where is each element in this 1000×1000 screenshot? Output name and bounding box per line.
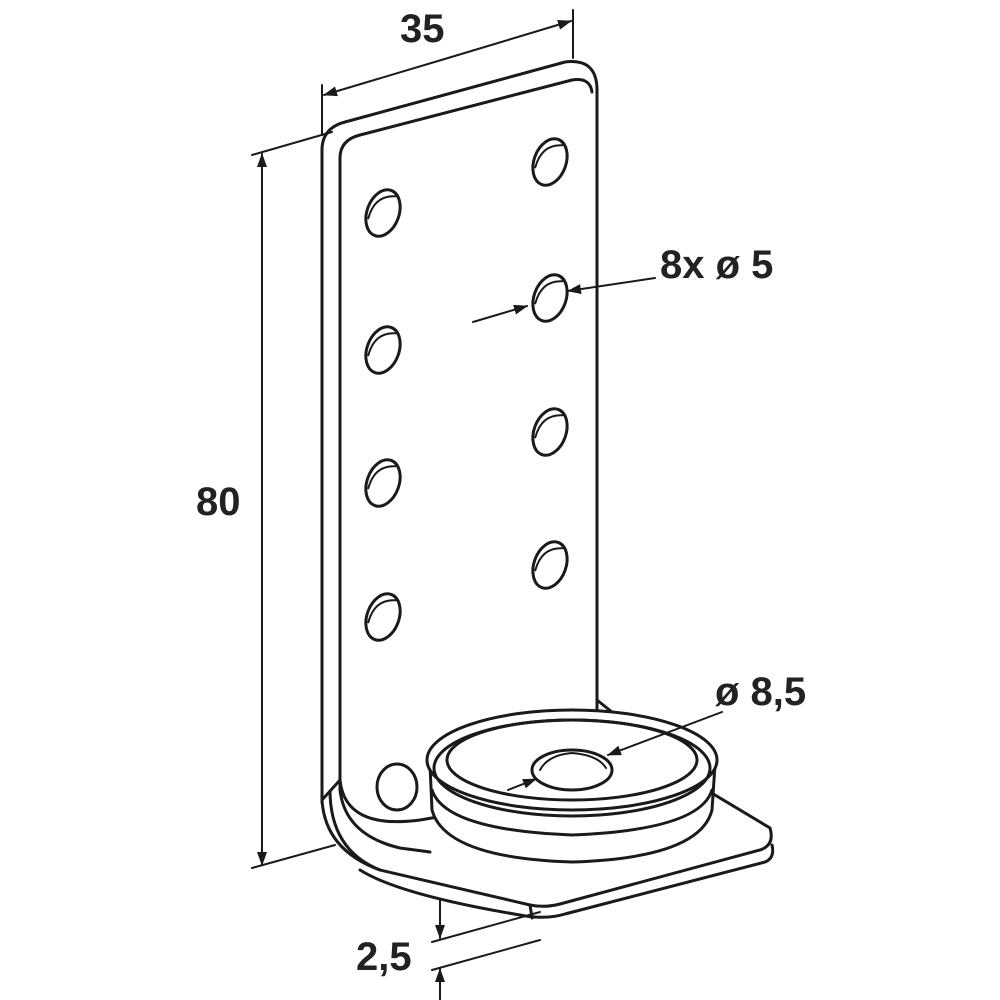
dimension-thickness: 2,5 xyxy=(356,899,541,1000)
center-hole-label: ø 8,5 xyxy=(715,670,806,714)
width-label: 35 xyxy=(400,7,445,51)
foot-hole xyxy=(375,762,419,812)
hole xyxy=(531,540,569,590)
dimension-holes: 8x ø 5 xyxy=(472,243,773,323)
holes-label: 8x ø 5 xyxy=(660,243,773,287)
dimension-width: 35 xyxy=(321,7,574,136)
hole xyxy=(364,592,402,642)
hole xyxy=(364,188,402,238)
hole xyxy=(364,458,402,508)
hole xyxy=(531,407,569,457)
thickness-label: 2,5 xyxy=(356,935,412,979)
dimension-center-hole: ø 8,5 xyxy=(507,670,806,791)
height-label: 80 xyxy=(196,480,241,524)
hole xyxy=(364,325,402,375)
hole xyxy=(531,273,569,323)
hole xyxy=(531,137,569,187)
washer xyxy=(425,708,719,864)
mounting-holes xyxy=(364,137,569,812)
dimension-height: 80 xyxy=(196,131,336,869)
